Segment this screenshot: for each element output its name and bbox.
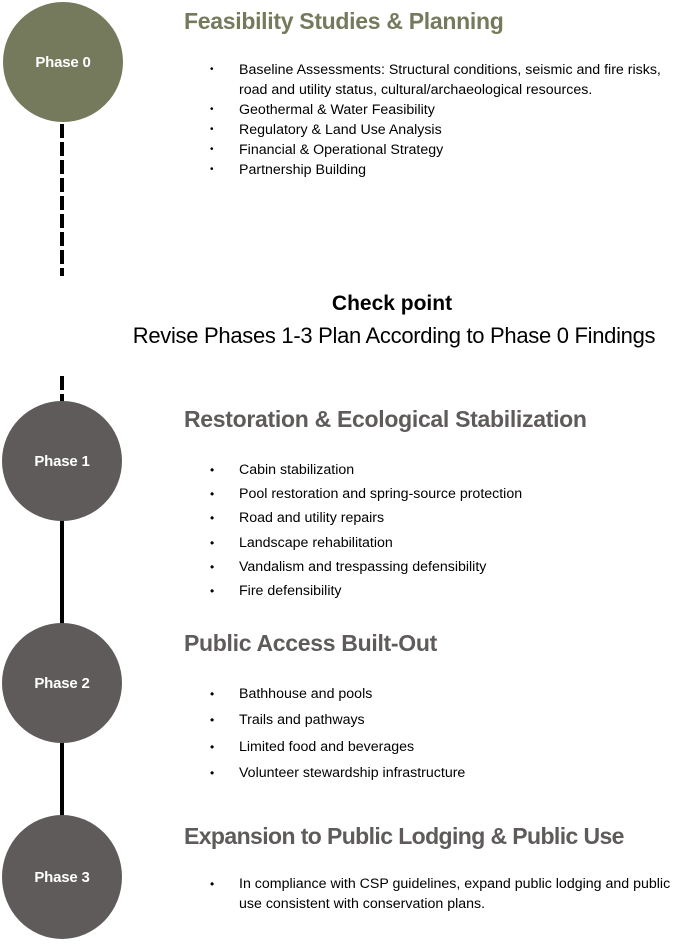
- checkpoint-title: Check point: [331, 292, 453, 315]
- list-item: •Geothermal & Water Feasibility: [210, 102, 435, 118]
- list-item: •In compliance with CSP guidelines, expa…: [210, 876, 671, 912]
- checkpoint-subtitle: Revise Phases 1-3 Plan According to Phas…: [132, 323, 656, 348]
- dashed-connector-phase0: [60, 124, 64, 276]
- phase-3-circle: Phase 3: [2, 815, 122, 939]
- solid-connector-phase1-phase2: [60, 518, 64, 628]
- phase-2-label: Phase 2: [34, 674, 90, 692]
- bullet-icon: •: [210, 463, 215, 477]
- phase-1-items: •Cabin stabilization •Pool restoration a…: [210, 458, 522, 603]
- phase-0-circle: Phase 0: [3, 2, 123, 122]
- list-item: •Partnership Building: [210, 162, 366, 178]
- bullet-icon: •: [210, 511, 215, 526]
- dashed-connector-phase1-top: [60, 376, 64, 404]
- bullet-icon: •: [210, 124, 214, 135]
- bullet-icon: •: [210, 487, 215, 502]
- list-item: •Pool restoration and spring-source prot…: [210, 482, 522, 506]
- phase-2-title: Public Access Built-Out: [184, 630, 437, 656]
- bullet-icon: •: [210, 559, 215, 574]
- list-item: •Regulatory & Land Use Analysis: [210, 122, 442, 138]
- bullet-icon: •: [210, 877, 215, 891]
- phase-3-items: •In compliance with CSP guidelines, expa…: [210, 874, 679, 914]
- list-item: •Landscape rehabilitation: [210, 531, 522, 555]
- bullet-icon: •: [210, 584, 215, 599]
- phase-0-items: •Baseline Assessments: Structural condit…: [210, 60, 686, 180]
- list-item: •Trails and pathways: [210, 707, 465, 733]
- bullet-icon: •: [210, 687, 215, 701]
- phase-1-circle: Phase 1: [2, 401, 122, 521]
- list-item: •Financial & Operational Strategy: [210, 142, 444, 158]
- list-item: •Bathhouse and pools: [210, 681, 465, 707]
- bullet-icon: •: [210, 144, 214, 155]
- bullet-icon: •: [210, 739, 215, 754]
- phase-3-title: Expansion to Public Lodging & Public Use: [184, 823, 624, 849]
- bullet-icon: •: [210, 765, 215, 780]
- bullet-icon: •: [210, 713, 215, 728]
- solid-connector-phase2-phase3: [60, 740, 64, 820]
- phase-0-label: Phase 0: [35, 53, 91, 71]
- phase-3-label: Phase 3: [34, 868, 90, 886]
- list-item: •Road and utility repairs: [210, 506, 522, 530]
- bullet-icon: •: [210, 64, 214, 75]
- list-item: •Cabin stabilization: [210, 458, 522, 482]
- phase-0-title: Feasibility Studies & Planning: [184, 8, 504, 34]
- phase-1-title: Restoration & Ecological Stabilization: [184, 406, 587, 432]
- phase-2-circle: Phase 2: [2, 623, 122, 743]
- list-item: •Limited food and beverages: [210, 734, 465, 760]
- bullet-icon: •: [210, 104, 214, 115]
- list-item: •Volunteer stewardship infrastructure: [210, 760, 465, 786]
- phase-1-label: Phase 1: [34, 452, 90, 470]
- bullet-icon: •: [210, 164, 214, 175]
- list-item: •Baseline Assessments: Structural condit…: [210, 62, 661, 98]
- phase-2-items: •Bathhouse and pools •Trails and pathway…: [210, 681, 465, 786]
- list-item: •Fire defensibility: [210, 579, 522, 603]
- bullet-icon: •: [210, 535, 215, 550]
- list-item: •Vandalism and trespassing defensibility: [210, 555, 522, 579]
